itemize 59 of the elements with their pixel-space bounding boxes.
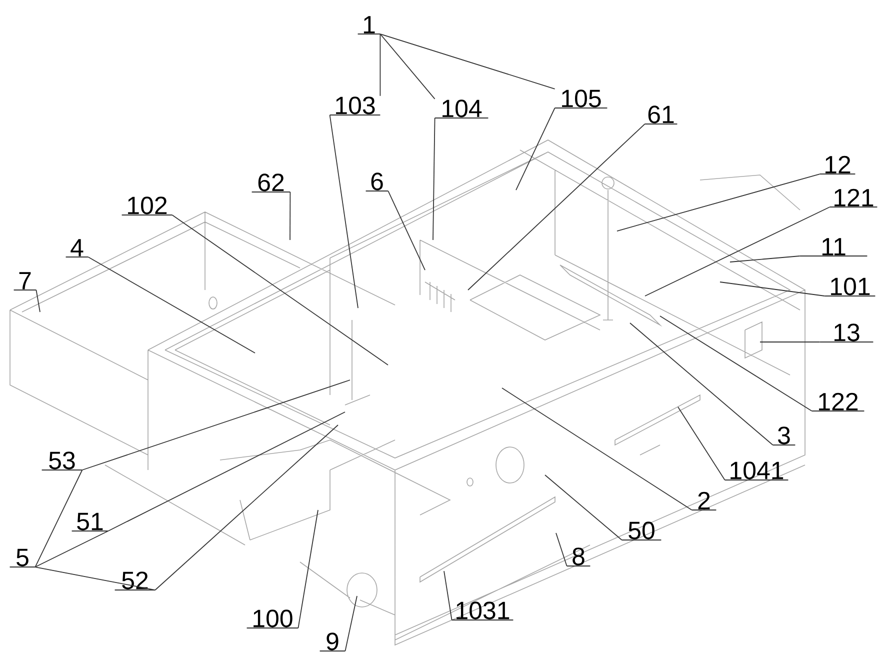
leader-line	[660, 316, 812, 412]
callout-number: 7	[13, 272, 37, 290]
leader-line	[290, 192, 291, 240]
leader-line	[34, 566, 156, 590]
callout-number: 5	[9, 548, 36, 568]
callout-number: 12	[819, 156, 856, 174]
leader-line	[34, 470, 83, 568]
leader-line	[380, 34, 556, 90]
callout-number: 121	[829, 188, 878, 208]
leader-line	[720, 282, 826, 296]
leader-line	[502, 388, 692, 510]
callout-number: 50	[621, 522, 662, 540]
leader-line	[154, 424, 338, 590]
callout-number: 2	[691, 492, 717, 510]
callout-number: 100	[246, 610, 299, 628]
leader-line	[616, 174, 820, 232]
leader-line	[329, 114, 358, 308]
leader-line	[108, 412, 346, 532]
leader-line	[544, 474, 622, 540]
callout-number: 102	[121, 196, 173, 216]
callout-number: 6	[365, 172, 389, 192]
leader-line	[380, 34, 381, 96]
callout-number: 1031	[451, 602, 514, 620]
leader-line	[172, 214, 388, 366]
leader-line	[730, 256, 800, 262]
leader-line	[678, 406, 726, 480]
callout-number: 4	[65, 239, 89, 258]
leader-line	[388, 190, 426, 270]
callout-number: 1	[357, 16, 381, 34]
leader-line	[468, 124, 646, 290]
callout-number: 52	[114, 572, 156, 590]
callout-number: 51	[71, 512, 109, 532]
leader-line	[432, 118, 436, 240]
callout-number: 101	[824, 278, 876, 296]
callout-number: 13	[819, 324, 874, 342]
leader-line	[82, 380, 350, 470]
callout-number: 62	[251, 174, 291, 192]
callout-number: 53	[41, 452, 83, 470]
callout-number: 8	[566, 548, 591, 566]
callout-number: 3	[772, 426, 796, 446]
callout-number: 1041	[724, 462, 789, 480]
leader-line	[644, 206, 830, 296]
leader-line	[298, 510, 318, 628]
leader-line	[380, 34, 436, 100]
callout-number: 105	[554, 90, 608, 108]
leader-line	[36, 290, 40, 312]
leader-line	[34, 530, 109, 568]
leader-line	[344, 596, 358, 652]
leader-line	[556, 532, 568, 566]
leader-line	[88, 256, 256, 354]
callout-number: 104	[434, 100, 489, 118]
callout-number: 122	[811, 392, 865, 412]
callout-number: 11	[799, 238, 868, 256]
callout-number: 103	[329, 96, 381, 116]
callout-number: 9	[319, 632, 346, 652]
leader-line	[444, 570, 452, 620]
leader-line	[516, 108, 556, 190]
leader-line	[630, 322, 774, 446]
callout-number: 61	[644, 106, 678, 124]
